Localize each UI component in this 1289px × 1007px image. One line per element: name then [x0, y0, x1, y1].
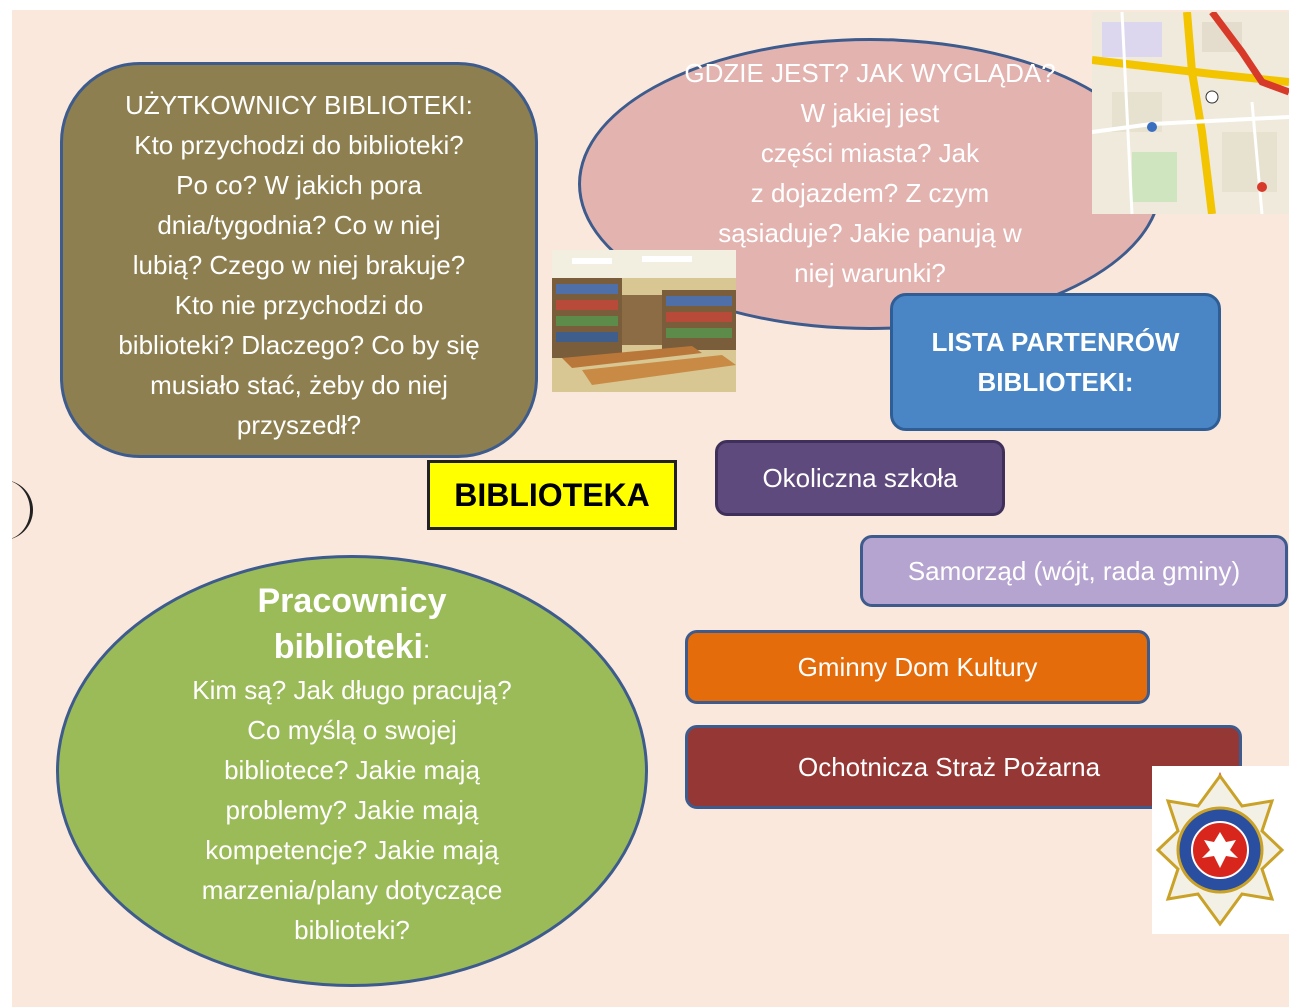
staff-line: problemy? Jakie mają [225, 795, 479, 825]
where-line: sąsiaduje? Jakie panują w [718, 218, 1022, 248]
staff-line: bibliotece? Jakie mają [224, 755, 480, 785]
where-line: z dojazdem? Z czym [750, 178, 990, 208]
partners-list-header: LISTA PARTENRÓW BIBLIOTEKI: [890, 293, 1221, 431]
staff-title-line2-wrapper: biblioteki: [59, 624, 645, 670]
map-graphic [1092, 12, 1289, 214]
users-line: dnia/tygodnia? Co w niej [157, 210, 441, 240]
partner-school-box: Okoliczna szkoła [715, 440, 1005, 516]
fire-emblem-graphic [1152, 766, 1289, 934]
staff-line: Kim są? Jak długo pracują? [192, 675, 512, 705]
partners-header-line: BIBLIOTEKI: [977, 367, 1134, 397]
central-library-label: BIBLIOTEKA [427, 460, 677, 530]
users-line: musiało stać, żeby do niej [150, 370, 448, 400]
library-interior-photo [552, 250, 736, 392]
staff-title-colon: : [423, 634, 431, 664]
users-line: Po co? W jakich pora [176, 170, 422, 200]
staff-title-line1: Pracownicy [257, 582, 447, 620]
where-line: W jakiej jest [800, 98, 940, 128]
library-users-box: UŻYTKOWNICY BIBLIOTEKI: Kto przychodzi d… [60, 62, 538, 458]
users-line: przyszedł? [236, 410, 362, 440]
users-line: biblioteki? Dlaczego? Co by się [118, 330, 480, 360]
staff-line: marzenia/plany dotyczące [201, 875, 503, 905]
users-line: lubią? Czego w niej brakuje? [132, 250, 466, 280]
staff-title-line2: biblioteki [273, 628, 423, 666]
where-line: niej warunki? [794, 258, 946, 288]
diagram-slide: UŻYTKOWNICY BIBLIOTEKI: Kto przychodzi d… [12, 10, 1289, 1007]
users-line: Kto przychodzi do biblioteki? [134, 130, 464, 160]
partner-council-box: Samorząd (wójt, rada gminy) [860, 535, 1288, 607]
left-edge-decoration [12, 480, 33, 540]
users-line: UŻYTKOWNICY BIBLIOTEKI: [125, 90, 473, 120]
library-photo-graphic [552, 250, 736, 392]
partner-fire-brigade-box: Ochotnicza Straż Pożarna [685, 725, 1242, 809]
staff-line: biblioteki? [294, 915, 410, 945]
city-map-image [1092, 12, 1289, 214]
where-line: części miasta? Jak [760, 138, 980, 168]
partners-header-line: LISTA PARTENRÓW [931, 327, 1180, 357]
fire-brigade-emblem-icon [1152, 766, 1289, 934]
staff-line: kompetencje? Jakie mają [205, 835, 499, 865]
library-staff-ellipse: Pracownicy biblioteki: Kim są? Jak długo… [56, 555, 648, 987]
users-line: Kto nie przychodzi do [174, 290, 424, 320]
staff-line: Co myślą o swojej [247, 715, 457, 745]
where-line: GDZIE JEST? JAK WYGLĄDA? [684, 58, 1056, 88]
partner-culture-house-box: Gminny Dom Kultury [685, 630, 1150, 704]
